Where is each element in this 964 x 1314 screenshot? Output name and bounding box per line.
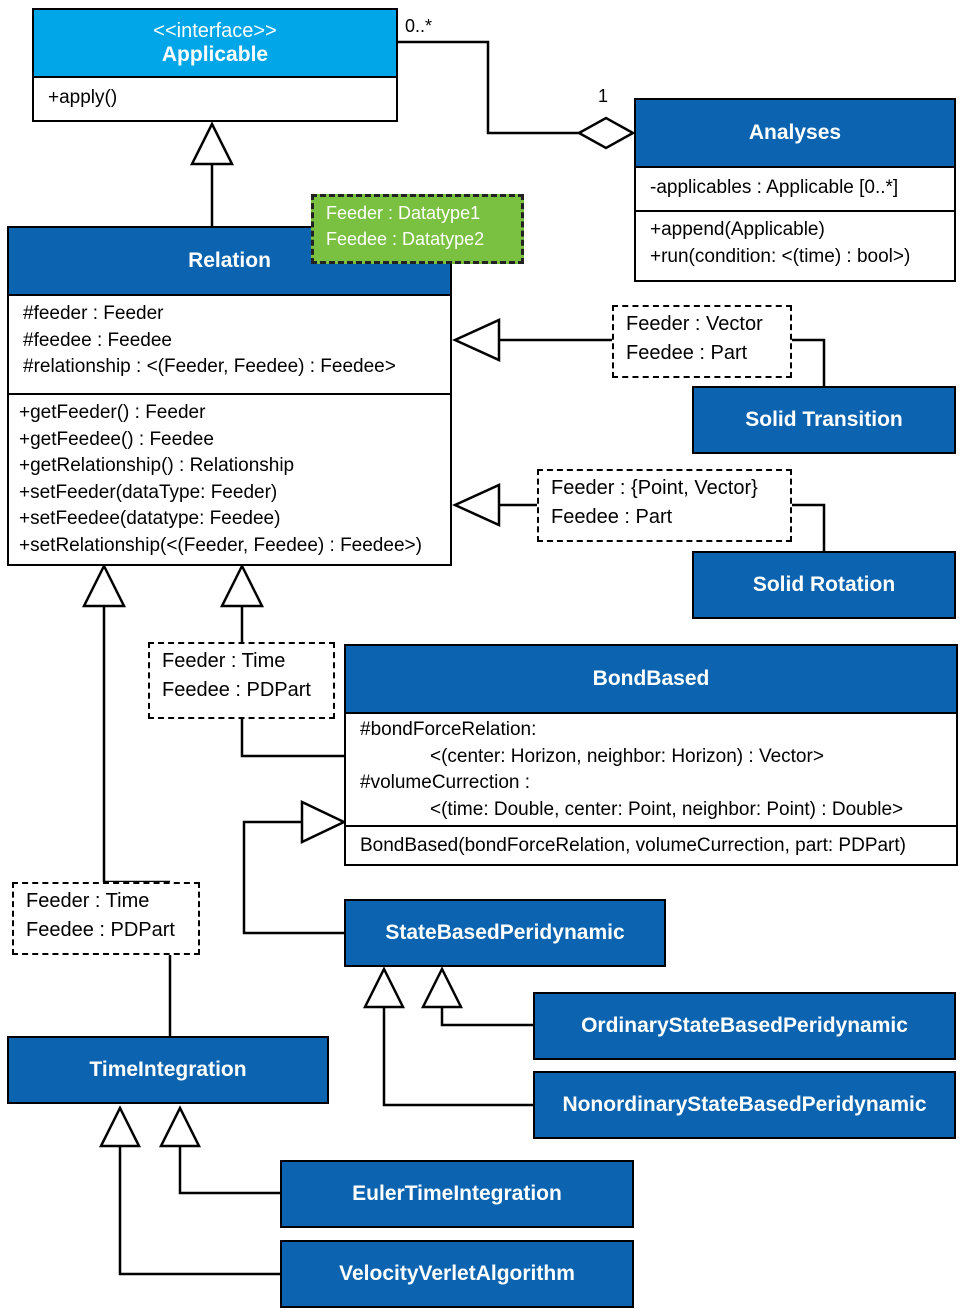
inherit-arrow-ordinary	[420, 966, 464, 1009]
multiplicity-applicable: 0..*	[405, 16, 433, 36]
relation-title: Relation	[188, 249, 271, 272]
operation: +setFeeder(dataType: Feeder)	[19, 481, 278, 503]
inherit-arrow-euler	[158, 1105, 202, 1148]
analyses-class: Analyses -applicables : Applicable [0..*…	[634, 98, 956, 282]
applicable-title: Applicable	[161, 42, 269, 66]
attribute-type: <(time: Double, center: Point, neighbor:…	[430, 798, 904, 820]
inherit-arrow-velocity	[98, 1105, 142, 1148]
template-parameter-note: Feeder : Datatype1 Feedee : Datatype2	[311, 194, 524, 264]
attribute-type: <(center: Horizon, neighbor: Horizon) : …	[430, 745, 824, 767]
analyses-title: Analyses	[748, 121, 842, 144]
inherit-arrow-transition	[451, 318, 501, 362]
relation-attributes: #feeder : Feeder #feedee : Feedee #relat…	[9, 296, 450, 393]
inherit-arrow-timeintegration	[81, 563, 127, 608]
note-line: Feeder : Time	[26, 890, 150, 912]
note-line: Feedee : Datatype2	[326, 229, 485, 249]
analyses-operations: +append(Applicable) +run(condition: <(ti…	[636, 210, 954, 275]
operation: +getFeedee() : Feedee	[19, 428, 214, 450]
attribute: -applicables : Applicable [0..*]	[650, 177, 899, 198]
operation: +append(Applicable)	[650, 219, 825, 240]
association-applicable-analyses	[398, 40, 579, 135]
note-line: Feedee : PDPart	[162, 679, 311, 701]
relation-operations: +getFeeder() : Feeder +getFeedee() : Fee…	[9, 393, 450, 564]
operation: +run(condition: <(time) : bool>)	[650, 245, 911, 267]
attribute: #relationship : <(Feeder, Feedee) : Feed…	[23, 356, 396, 377]
bondbased-binding-note: Feeder : Time Feedee : PDPart	[148, 642, 335, 719]
attribute: #bondForceRelation:	[360, 719, 537, 740]
realization-arrow-applicable	[189, 121, 235, 166]
bondbased-header: BondBased	[346, 646, 956, 714]
nonordinary-statebased-class: NonordinaryStateBasedPeridynamic	[533, 1071, 956, 1139]
applicable-operations: +apply()	[34, 78, 396, 117]
stereotype-label: <<interface>>	[153, 19, 277, 42]
inherit-arrow-nonordinary	[362, 966, 406, 1009]
solid-transition-binding-note: Feeder : Vector Feedee : Part	[612, 305, 792, 378]
applicable-interface: <<interface>> Applicable +apply()	[32, 8, 398, 122]
multiplicity-analyses: 1	[598, 86, 609, 106]
euler-timeintegration-class: EulerTimeIntegration	[280, 1160, 634, 1228]
analyses-attributes: -applicables : Applicable [0..*]	[636, 168, 954, 210]
timeintegration-class: TimeIntegration	[7, 1036, 329, 1104]
attribute: #volumeCurrection :	[360, 772, 531, 793]
note-line: Feeder : Datatype1	[326, 203, 481, 223]
note-line: Feeder : Vector	[626, 313, 763, 335]
velocity-verlet-class: VelocityVerletAlgorithm	[280, 1240, 634, 1308]
note-line: Feeder : {Point, Vector}	[551, 477, 758, 499]
analyses-header: Analyses	[636, 100, 954, 168]
note-line: Feedee : PDPart	[26, 919, 175, 941]
note-line: Feeder : Time	[162, 650, 286, 672]
operation: +getFeeder() : Feeder	[19, 402, 206, 423]
aggregation-diamond	[576, 116, 636, 150]
note-line: Feedee : Part	[551, 506, 673, 528]
bondbased-attributes: #bondForceRelation: <(center: Horizon, n…	[346, 714, 956, 825]
operation: +getRelationship() : Relationship	[19, 455, 295, 476]
operation: +setRelationship(<(Feeder, Feedee) : Fee…	[19, 534, 422, 556]
operation: +setFeedee(datatype: Feedee)	[19, 508, 281, 529]
solid-rotation-class: Solid Rotation	[692, 551, 956, 619]
statebased-peridynamic-class: StateBasedPeridynamic	[344, 899, 666, 967]
solid-rotation-binding-note: Feeder : {Point, Vector} Feedee : Part	[537, 469, 792, 542]
solid-transition-class: Solid Transition	[692, 386, 956, 454]
applicable-header: <<interface>> Applicable	[34, 10, 396, 78]
timeintegration-binding-note: Feeder : Time Feedee : PDPart	[12, 882, 200, 955]
bondbased-class: BondBased #bondForceRelation: <(center: …	[344, 644, 958, 866]
operation: +apply()	[48, 87, 118, 108]
note-line: Feedee : Part	[626, 342, 748, 364]
operation: BondBased(bondForceRelation, volumeCurre…	[360, 835, 906, 856]
relation-class: Relation #feeder : Feeder #feedee : Feed…	[7, 226, 452, 566]
bondbased-operations: BondBased(bondForceRelation, volumeCurre…	[346, 825, 956, 865]
inherit-arrow-bondbased	[219, 563, 265, 608]
inherit-arrow-statebased	[300, 800, 347, 844]
ordinary-statebased-class: OrdinaryStateBasedPeridynamic	[533, 992, 956, 1060]
bondbased-title: BondBased	[592, 667, 710, 690]
attribute: #feeder : Feeder	[23, 303, 164, 324]
attribute: #feedee : Feedee	[23, 329, 172, 351]
inherit-arrow-rotation	[451, 483, 501, 527]
